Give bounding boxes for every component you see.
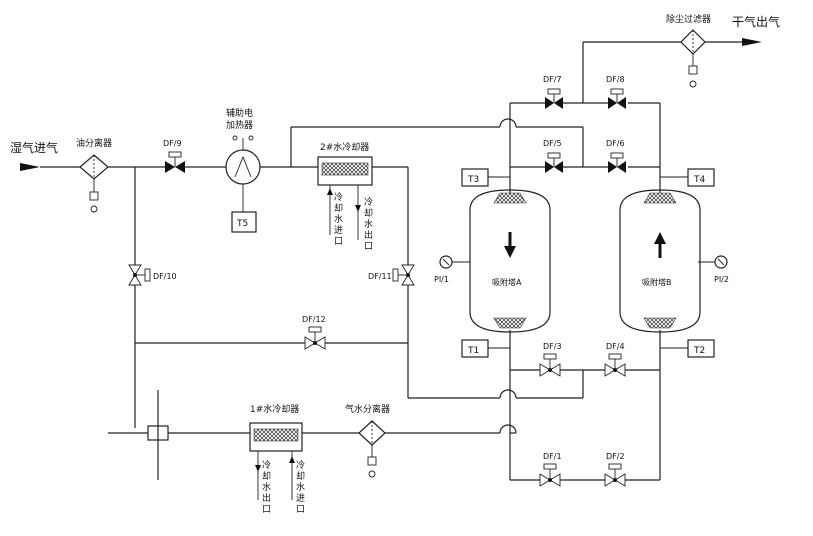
svg-text:口: 口	[262, 505, 271, 515]
t5-box	[231, 211, 257, 233]
tower-a	[469, 189, 551, 333]
cooler-2-water-out-label: 冷 却 水 出 口	[364, 196, 373, 252]
cooler-2-label: 2#水冷却器	[320, 141, 369, 153]
svg-text:却: 却	[334, 203, 343, 214]
svg-text:冷: 冷	[262, 459, 271, 471]
water-separator-label: 气水分离器	[345, 403, 390, 415]
svg-text:水: 水	[334, 213, 343, 225]
df6-label: DF/6	[606, 139, 625, 148]
t3-label: T3	[467, 175, 479, 185]
t4-box	[687, 168, 715, 187]
t3-box	[461, 168, 489, 187]
t2-label: T2	[693, 346, 705, 356]
df4-label: DF/4	[606, 342, 625, 351]
svg-text:口: 口	[296, 505, 305, 515]
piping	[40, 41, 742, 481]
t4-label: T4	[693, 175, 705, 185]
cooler-1-water-in-label: 冷 却 水 进 口	[296, 459, 305, 515]
df12-label: DF/12	[302, 315, 326, 324]
oil-separator-label: 油分离器	[76, 137, 112, 149]
svg-text:水: 水	[296, 481, 305, 493]
svg-text:冷: 冷	[296, 459, 305, 471]
svg-text:水: 水	[364, 218, 373, 230]
svg-text:出: 出	[262, 492, 271, 504]
pi2-gauge	[714, 255, 728, 269]
cooler-2-water-in-label: 冷 却 水 进 口	[334, 191, 343, 247]
df11-label: DF/11	[368, 272, 392, 281]
dust-filter	[680, 29, 706, 88]
junction-box	[147, 425, 169, 441]
t2-box	[687, 339, 715, 358]
svg-text:却: 却	[262, 471, 271, 482]
svg-text:冷: 冷	[334, 191, 343, 203]
pi2-label: PI/2	[714, 275, 729, 284]
water-separator	[358, 420, 386, 478]
cooler-1-label: 1#水冷却器	[250, 403, 299, 415]
oil-separator	[79, 154, 109, 213]
svg-text:进: 进	[296, 493, 305, 504]
df8-label: DF/8	[606, 75, 625, 84]
inlet-arrow	[20, 163, 40, 171]
t1-box	[461, 339, 489, 358]
df10-label: DF/10	[153, 272, 177, 281]
heater-label-1: 辅助电	[226, 107, 253, 119]
df7-label: DF/7	[543, 75, 562, 84]
cooler-2	[317, 156, 373, 240]
cooler-1	[249, 422, 303, 500]
tower-b	[619, 189, 701, 333]
t1-label: T1	[467, 346, 479, 356]
pi1-gauge	[439, 255, 453, 269]
tower-b-label: 吸附塔B	[642, 277, 672, 287]
cooler-1-water-out-label: 冷 却 水 出 口	[262, 459, 271, 515]
tower-a-label: 吸附塔A	[492, 277, 522, 287]
dust-filter-label: 除尘过滤器	[666, 13, 711, 25]
df1-label: DF/1	[543, 452, 562, 461]
df9-label: DF/9	[163, 139, 182, 148]
svg-text:却: 却	[296, 471, 305, 482]
svg-text:进: 进	[334, 225, 343, 236]
svg-text:水: 水	[262, 481, 271, 493]
df2-label: DF/2	[606, 452, 625, 461]
svg-text:冷: 冷	[364, 196, 373, 208]
svg-text:口: 口	[334, 237, 343, 247]
df3-label: DF/3	[543, 342, 562, 351]
svg-text:口: 口	[364, 242, 373, 252]
inlet-label: 湿气进气	[10, 140, 58, 155]
svg-text:出: 出	[364, 229, 373, 241]
heater-label-2: 加热器	[226, 119, 253, 131]
aux-heater	[225, 135, 261, 212]
t5-label: T5	[236, 219, 248, 229]
outlet-arrow	[742, 38, 762, 46]
pi1-label: PI/1	[434, 275, 449, 284]
svg-text:却: 却	[364, 208, 373, 219]
df5-label: DF/5	[543, 139, 562, 148]
outlet-label: 干气出气	[732, 14, 780, 29]
